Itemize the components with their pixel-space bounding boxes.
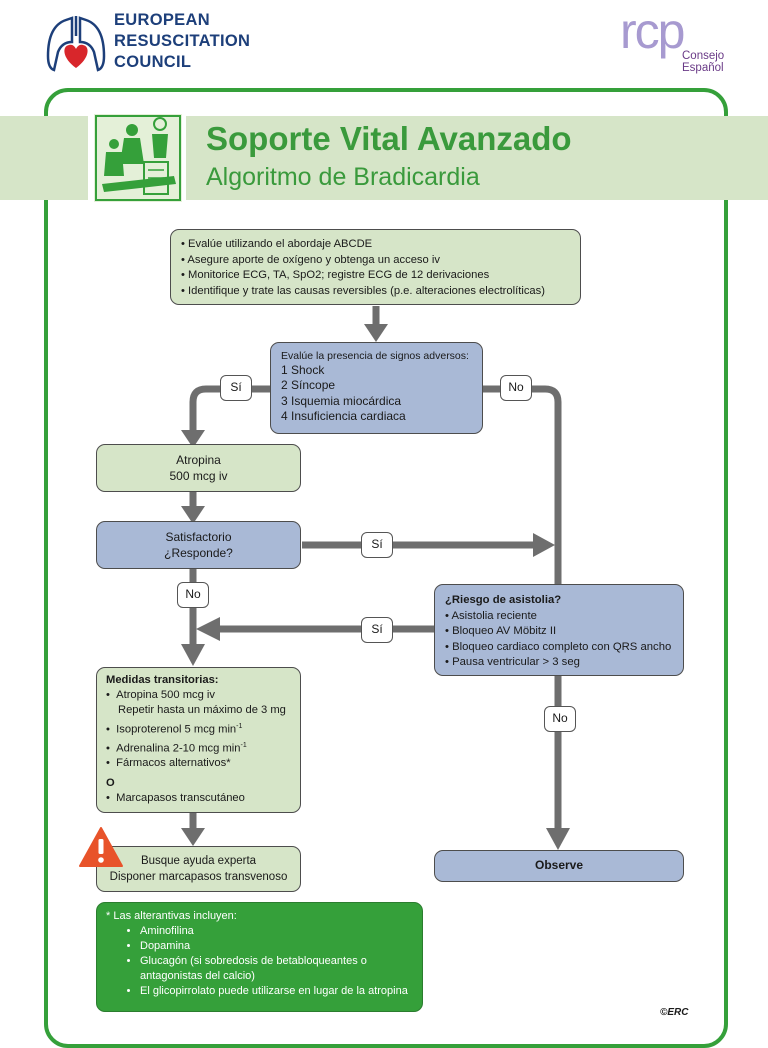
atropine-dose: 500 mcg iv [169,469,228,483]
alternative-item: Glucagón (si sobredosis de betabloqueant… [140,954,413,984]
expert-help-box: Busque ayuda experta Disponer marcapasos… [96,846,301,892]
atropine-label: Atropina [176,453,221,467]
erc-lungs-logo [46,16,106,72]
warning-icon [79,827,123,867]
adverse-signs-box: Evalúe la presencia de signos adversos: … [270,342,483,434]
copyright-mark: ©ERC [660,1007,689,1018]
page-title: Soporte Vital Avanzado [206,120,572,157]
adverse-item: 4 Insuficiencia cardiaca [281,408,406,423]
atropine-box: Atropina 500 mcg iv [96,444,301,492]
measure-item: • Atropina 500 mcg iv [106,689,216,702]
measure-note: Repetir hasta un máximo de 3 mg [118,704,286,717]
response-question: ¿Responde? [164,546,233,560]
risk-item: • Bloqueo cardiaco completo con QRS anch… [445,640,672,653]
alternative-item: Dopamina [140,939,413,954]
erc-wordmark: EUROPEAN RESUSCITATION COUNCIL [114,11,251,71]
response-box: Satisfactorio ¿Responde? [96,521,301,569]
label-risk-no: No [544,706,576,732]
asystole-risk-box: ¿Riesgo de asistolia? • Asistolia recien… [434,584,684,676]
observe-box: Observe [434,850,684,882]
adverse-item: 1 Shock [281,363,325,377]
label-adverse-no: No [500,375,532,401]
risk-item: • Asistolia reciente [445,609,537,622]
adverse-heading: Evalúe la presencia de signos adversos: [281,350,469,362]
page-subtitle: Algoritmo de Bradicardia [206,163,480,191]
alternatives-heading: * Las alterantivas incluyen: [106,910,237,922]
assessment-item: • Identifique y trate las causas reversi… [181,284,545,297]
alternative-item: El glicopirrolato puede utilizarse en lu… [140,984,413,999]
expert-help-label: Busque ayuda experta [140,855,257,867]
rcp-logo: rcp [620,3,685,59]
alternatives-note-box: * Las alterantivas incluyen: Aminofilina… [96,902,423,1012]
adverse-item: 3 Isquemia miocárdica [281,393,402,408]
resuscitation-team-illustration [94,114,182,202]
label-risk-yes: Sí [361,617,393,643]
transvenous-pacing-label: Disponer marcapasos transvenoso [109,871,288,883]
risk-item: • Pausa ventricular > 3 seg [445,656,580,668]
adverse-item: 2 Síncope [281,378,336,393]
risk-item: • Bloqueo AV Möbitz II [445,625,557,637]
measure-item: • Marcapasos transcutáneo [106,791,245,804]
assessment-item: • Monitorice ECG, TA, SpO2; registre ECG… [181,269,490,281]
asystole-risk-heading: ¿Riesgo de asistolia? [445,594,562,606]
response-label: Satisfactorio [165,530,232,544]
measure-item: • Isoproterenol 5 mcg min-1 [106,722,243,736]
measures-or: O [106,776,115,789]
banner-band [186,116,768,200]
measure-item: • Adrenalina 2-10 mcg min-1 [106,741,247,755]
alternative-item: Aminofilina [140,924,413,939]
banner-band-left [0,116,88,200]
interim-measures-box: Medidas transitorias: • Atropina 500 mcg… [96,667,301,813]
rcp-subtitle: Consejo Español [682,50,725,74]
measure-item: • Fármacos alternativos* [106,757,231,770]
label-adverse-yes: Sí [220,375,252,401]
assessment-box: • Evalúe utilizando el abordaje ABCDE • … [170,229,581,305]
measures-heading: Medidas transitorias: [106,674,219,686]
assessment-item: • Asegure aporte de oxígeno y obtenga un… [181,253,440,266]
label-response-no: No [177,582,209,608]
assessment-item: • Evalúe utilizando el abordaje ABCDE [181,238,373,250]
label-response-yes: Sí [361,532,393,558]
